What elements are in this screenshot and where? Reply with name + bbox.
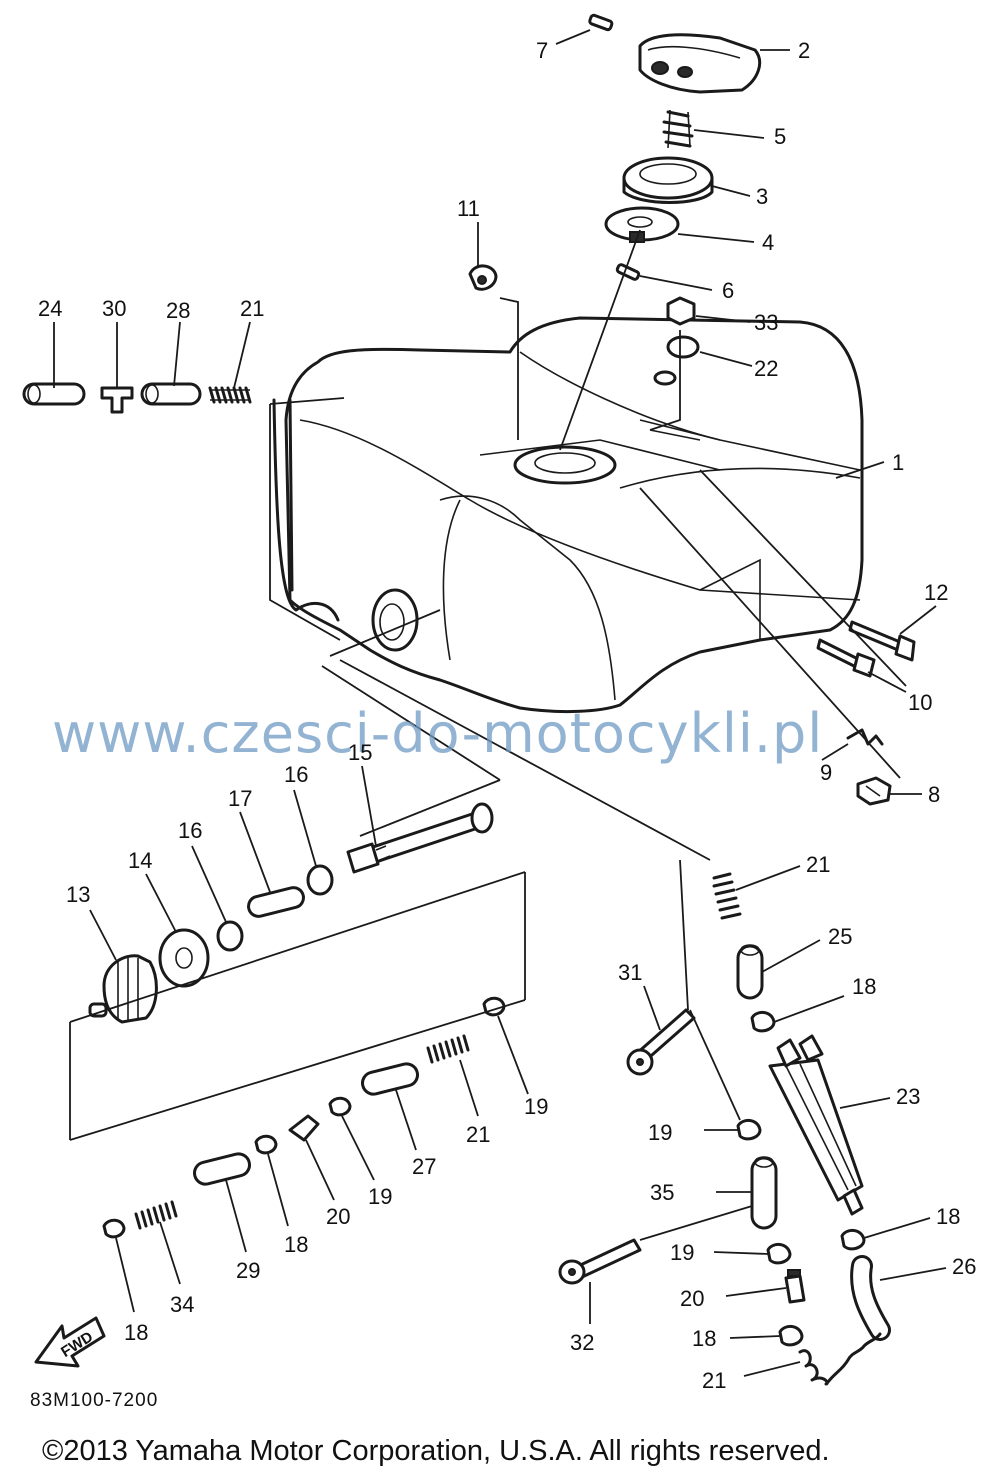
collar-16-lower[interactable] bbox=[216, 920, 244, 952]
spring-21-right[interactable] bbox=[712, 872, 742, 920]
clamp-18-e[interactable] bbox=[778, 1325, 804, 1347]
callout-14: 14 bbox=[128, 848, 152, 873]
callout-27: 27 bbox=[412, 1154, 436, 1179]
callout-1: 1 bbox=[892, 450, 904, 475]
clamp-18-d[interactable] bbox=[840, 1229, 866, 1251]
callout-19-d: 19 bbox=[670, 1240, 694, 1265]
bolt-10[interactable] bbox=[816, 638, 876, 678]
spring-21-bottom[interactable] bbox=[798, 1332, 882, 1386]
clamp-19-c[interactable] bbox=[736, 1119, 762, 1141]
callout-15: 15 bbox=[348, 740, 372, 765]
callout-21-right: 21 bbox=[806, 852, 830, 877]
hose-29[interactable] bbox=[192, 1152, 252, 1187]
cap-gasket[interactable] bbox=[622, 156, 714, 204]
callout-20-b: 20 bbox=[680, 1286, 704, 1311]
callout-34: 34 bbox=[170, 1292, 194, 1317]
construction-lines bbox=[69, 229, 907, 1241]
callout-19-c: 19 bbox=[648, 1120, 672, 1145]
clamp-18-b[interactable] bbox=[102, 1218, 126, 1239]
collar-16-upper[interactable] bbox=[306, 864, 334, 896]
callout-29: 29 bbox=[236, 1258, 260, 1283]
callout-22: 22 bbox=[754, 356, 778, 381]
callout-8: 8 bbox=[928, 782, 940, 807]
callout-26: 26 bbox=[952, 1254, 976, 1279]
clamp-19-d[interactable] bbox=[766, 1243, 792, 1265]
copyright: ©2013 Yamaha Motor Corporation, U.S.A. A… bbox=[42, 1435, 830, 1467]
fuel-pump-23[interactable] bbox=[768, 1034, 864, 1216]
callout-4: 4 bbox=[762, 230, 774, 255]
watermark: www.czesci-do-motocykli.pl bbox=[52, 702, 823, 765]
callout-28: 28 bbox=[166, 298, 190, 323]
callout-18-c: 18 bbox=[852, 974, 876, 999]
callout-17: 17 bbox=[228, 786, 252, 811]
callout-19-b: 19 bbox=[368, 1184, 392, 1209]
spacer-17[interactable] bbox=[246, 886, 305, 919]
spring-34[interactable] bbox=[134, 1200, 178, 1230]
callout-16-lower: 16 bbox=[178, 818, 202, 843]
callout-7: 7 bbox=[536, 38, 548, 63]
callout-30: 30 bbox=[102, 296, 126, 321]
clip-11[interactable] bbox=[468, 264, 498, 291]
callout-20-a: 20 bbox=[326, 1204, 350, 1229]
callout-21-bottom: 21 bbox=[702, 1368, 726, 1393]
callout-25: 25 bbox=[828, 924, 852, 949]
bolt-31[interactable] bbox=[626, 1008, 696, 1076]
callout-2: 2 bbox=[798, 38, 810, 63]
fwd-arrow: FWD bbox=[34, 1316, 106, 1368]
hose-28[interactable] bbox=[140, 382, 202, 406]
callout-5: 5 bbox=[774, 124, 786, 149]
fuel-cap[interactable] bbox=[638, 33, 761, 94]
grommet-8[interactable] bbox=[856, 776, 892, 806]
bracket-9[interactable] bbox=[846, 728, 884, 746]
cap-pin[interactable] bbox=[588, 13, 614, 32]
callout-19-a: 19 bbox=[524, 1094, 548, 1119]
callout-24: 24 bbox=[38, 296, 62, 321]
hose-26[interactable] bbox=[850, 1255, 891, 1341]
callout-16-upper: 16 bbox=[284, 762, 308, 787]
fuel-tank[interactable] bbox=[272, 316, 864, 714]
callout-18-b: 18 bbox=[124, 1320, 148, 1345]
clamp-18-a[interactable] bbox=[254, 1134, 278, 1155]
reference-code: 83M100-7200 bbox=[30, 1390, 158, 1411]
callout-9: 9 bbox=[820, 760, 832, 785]
callout-21-top: 21 bbox=[240, 296, 264, 321]
callout-21-mid: 21 bbox=[466, 1122, 490, 1147]
callout-10: 10 bbox=[908, 690, 932, 715]
spring-21-top[interactable] bbox=[208, 386, 252, 404]
callout-12: 12 bbox=[924, 580, 948, 605]
callout-13: 13 bbox=[66, 882, 90, 907]
plug-20-right[interactable] bbox=[784, 1269, 806, 1304]
callout-33: 33 bbox=[754, 310, 778, 335]
hose-27[interactable] bbox=[360, 1062, 420, 1097]
clamp-18-c[interactable] bbox=[750, 1011, 776, 1033]
callout-11: 11 bbox=[457, 196, 480, 221]
callouts: 2 7 5 3 4 6 11 33 22 1 24 30 28 21 12 10 bbox=[38, 29, 976, 1393]
hose-25[interactable] bbox=[736, 944, 764, 1000]
callout-23: 23 bbox=[896, 1084, 920, 1109]
callout-18-e: 18 bbox=[692, 1326, 716, 1351]
bolt-15[interactable] bbox=[346, 802, 494, 874]
plug-20[interactable] bbox=[288, 1114, 320, 1142]
cap-spring[interactable] bbox=[662, 109, 694, 149]
cap-plate[interactable] bbox=[604, 206, 680, 243]
callout-6: 6 bbox=[722, 278, 734, 303]
callout-31: 31 bbox=[618, 960, 642, 985]
tee-fitting-30[interactable] bbox=[100, 386, 134, 414]
callout-35: 35 bbox=[650, 1180, 674, 1205]
cap-clip[interactable] bbox=[615, 263, 641, 281]
washer-14[interactable] bbox=[158, 928, 210, 988]
callout-3: 3 bbox=[756, 184, 768, 209]
clamp-19-b[interactable] bbox=[328, 1096, 352, 1117]
callout-18-a: 18 bbox=[284, 1232, 308, 1257]
hose-35[interactable] bbox=[750, 1156, 778, 1230]
callout-18-d: 18 bbox=[936, 1204, 960, 1229]
spring-21-mid[interactable] bbox=[426, 1034, 470, 1064]
washer-22[interactable] bbox=[666, 335, 700, 359]
callout-32: 32 bbox=[570, 1330, 594, 1355]
bolt-32[interactable] bbox=[558, 1238, 642, 1285]
nut-33[interactable] bbox=[666, 296, 696, 326]
